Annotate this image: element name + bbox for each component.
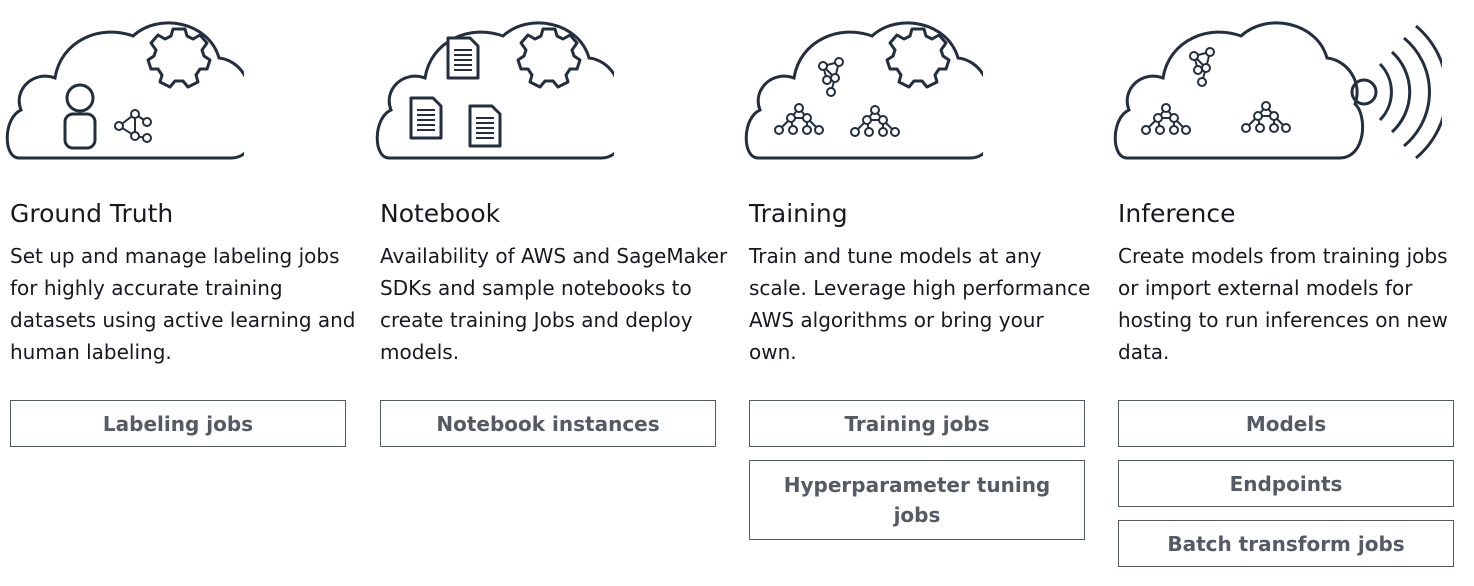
card-description: Availability of AWS and SageMaker SDKs a…: [380, 244, 728, 364]
cloud-models-broadcast-icon: [1112, 8, 1442, 168]
card-description: Set up and manage labeling jobs for high…: [10, 244, 356, 364]
card-title: Inference: [1118, 199, 1236, 228]
batch-transform-jobs-button[interactable]: Batch transform jobs: [1118, 520, 1454, 567]
hyperparameter-tuning-jobs-button[interactable]: Hyperparameter tuning jobs: [749, 460, 1085, 540]
cloud-notebooks-gear-icon: [374, 8, 614, 168]
endpoints-button[interactable]: Endpoints: [1118, 460, 1454, 507]
cloud-person-gear-icon: [4, 8, 244, 168]
notebook-instances-button[interactable]: Notebook instances: [380, 400, 716, 447]
card-description: Create models from training jobs or impo…: [1118, 244, 1448, 364]
training-jobs-button[interactable]: Training jobs: [749, 400, 1085, 447]
card-title: Training: [749, 199, 848, 228]
models-button[interactable]: Models: [1118, 400, 1454, 447]
card-title: Notebook: [380, 199, 501, 228]
cloud-models-gear-icon: [743, 8, 983, 168]
card-description: Train and tune models at any scale. Leve…: [749, 244, 1091, 364]
labeling-jobs-button[interactable]: Labeling jobs: [10, 400, 346, 447]
card-title: Ground Truth: [10, 199, 174, 228]
